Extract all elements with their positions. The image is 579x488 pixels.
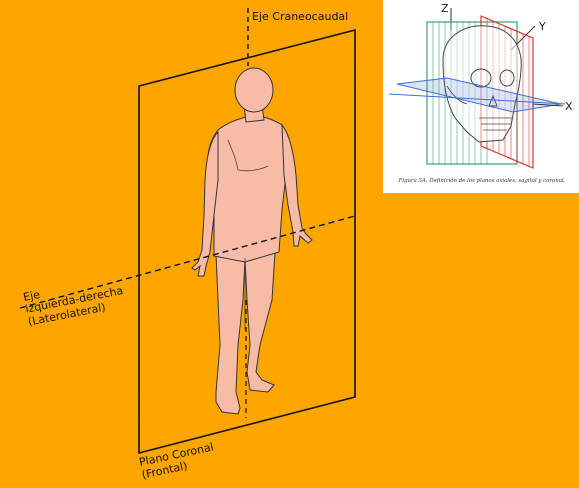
skull-planes-inset: Z Y X bbox=[383, 0, 579, 193]
right-arm bbox=[281, 123, 313, 247]
craneocaudal-axis-label: Eje Craneocaudal bbox=[252, 10, 348, 23]
coronal-plane bbox=[138, 28, 356, 455]
lateral-axis-line bbox=[19, 215, 356, 309]
right-leg bbox=[244, 251, 276, 393]
axis-x-label: X bbox=[565, 100, 573, 113]
coronal-plane-label: Plano Coronal (Frontal) bbox=[138, 440, 215, 481]
axis-z-label: Z bbox=[441, 2, 449, 15]
body-contour-lines bbox=[227, 139, 269, 330]
inset-caption: Figura 3A. Definición de los planos axia… bbox=[398, 178, 566, 184]
lateral-axis-label: Eje izquierda-derecha (Laterolateral) bbox=[22, 284, 124, 328]
left-leg bbox=[215, 254, 246, 415]
skull-planes-illustration: Z Y X bbox=[388, 2, 573, 169]
torso bbox=[207, 115, 289, 263]
head bbox=[234, 67, 274, 113]
left-arm bbox=[191, 130, 219, 277]
lateral-axis-label-line1: Eje bbox=[22, 288, 41, 304]
axis-y-label: Y bbox=[538, 20, 546, 33]
x-axis-line bbox=[532, 103, 564, 107]
axial-plane-inset bbox=[388, 77, 566, 113]
human-figure bbox=[191, 67, 313, 415]
